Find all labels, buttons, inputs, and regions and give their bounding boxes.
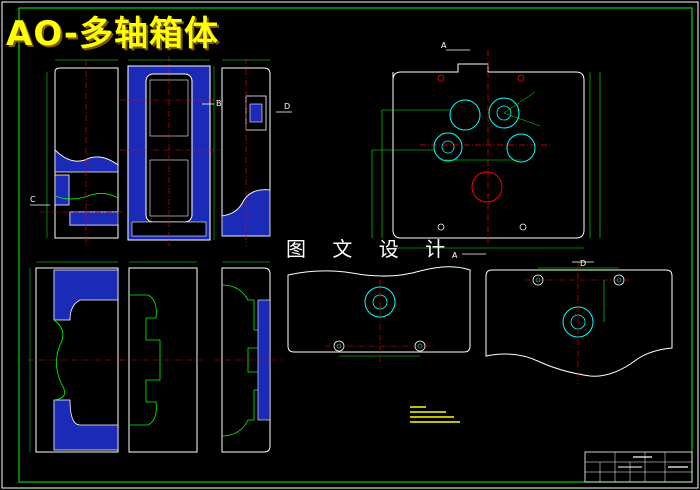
title-block xyxy=(584,451,693,483)
front-view xyxy=(371,49,601,255)
watermark-text: 图 文 设 计 xyxy=(286,237,456,261)
section-label-d-right: D xyxy=(580,259,586,268)
section-view-b-b xyxy=(120,56,220,246)
section-view-bottom-1 xyxy=(28,261,125,453)
section-view-bottom-3 xyxy=(214,261,282,453)
section-label-a-bottom: A xyxy=(452,251,458,260)
drawing-title: AO-多轴箱体 xyxy=(6,14,219,54)
section-label-d-left: D xyxy=(284,102,290,111)
technical-notes xyxy=(410,406,460,423)
section-label-a-top: A xyxy=(441,41,447,50)
section-label-b: B xyxy=(216,99,222,108)
side-view-left xyxy=(30,59,125,246)
partial-view-d xyxy=(485,261,673,384)
section-label-c: C xyxy=(30,195,36,204)
partial-view-middle xyxy=(287,266,471,362)
section-view-bottom-2 xyxy=(120,261,205,453)
side-view-right xyxy=(221,58,292,246)
drawing-frame xyxy=(18,7,693,483)
